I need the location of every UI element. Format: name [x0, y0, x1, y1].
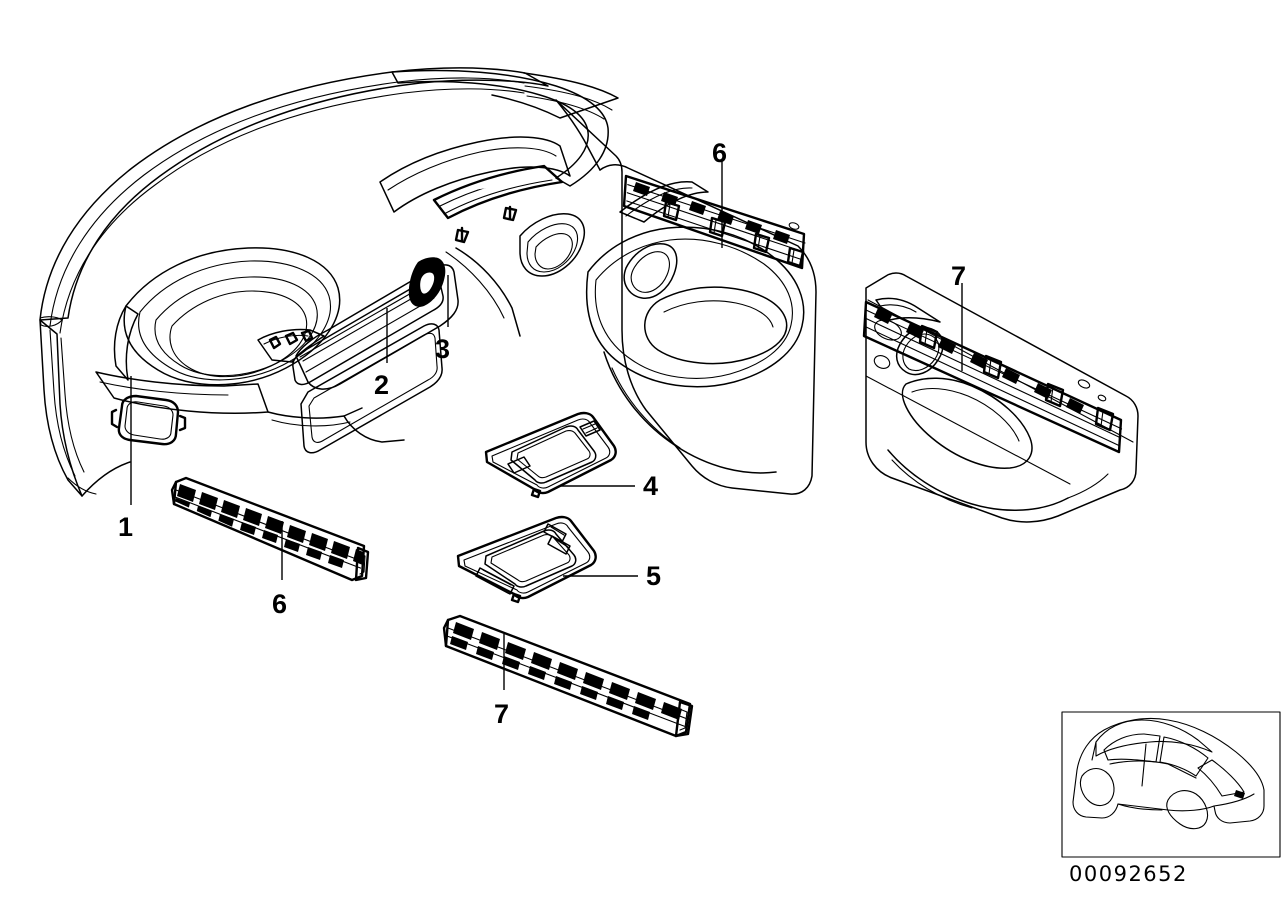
- part-1-lower-left-trim: [110, 394, 187, 446]
- dashboard-assembly: [39, 67, 619, 497]
- part-6-front-door-trim-on-door: [622, 174, 806, 270]
- front-door-panel: [555, 99, 817, 495]
- callout-leader-lines: [130, 160, 963, 690]
- part-5-console-trim-frame: [456, 515, 597, 604]
- callout-7-strip: 7: [494, 699, 510, 729]
- callout-7-door: 7: [951, 261, 967, 291]
- callout-5: 5: [646, 561, 662, 591]
- part-3-dash-upper-trim: [432, 164, 564, 244]
- callout-6-door: 6: [712, 138, 728, 168]
- part-4-console-trim-frame: [484, 411, 617, 499]
- part-7-door-trim-strip-detached: [442, 614, 694, 738]
- callout-6-strip: 6: [272, 589, 288, 619]
- callout-4: 4: [643, 471, 659, 501]
- callout-3: 3: [435, 334, 451, 364]
- vehicle-thumbnail: [1061, 711, 1281, 858]
- part-7-rear-door-trim-on-door: [862, 300, 1123, 454]
- part-6-door-trim-strip-detached: [170, 476, 370, 582]
- diagram-id-number: 00092652: [1069, 862, 1188, 886]
- callout-1: 1: [118, 512, 134, 542]
- callout-2: 2: [374, 370, 390, 400]
- rear-door-panel: [862, 272, 1139, 523]
